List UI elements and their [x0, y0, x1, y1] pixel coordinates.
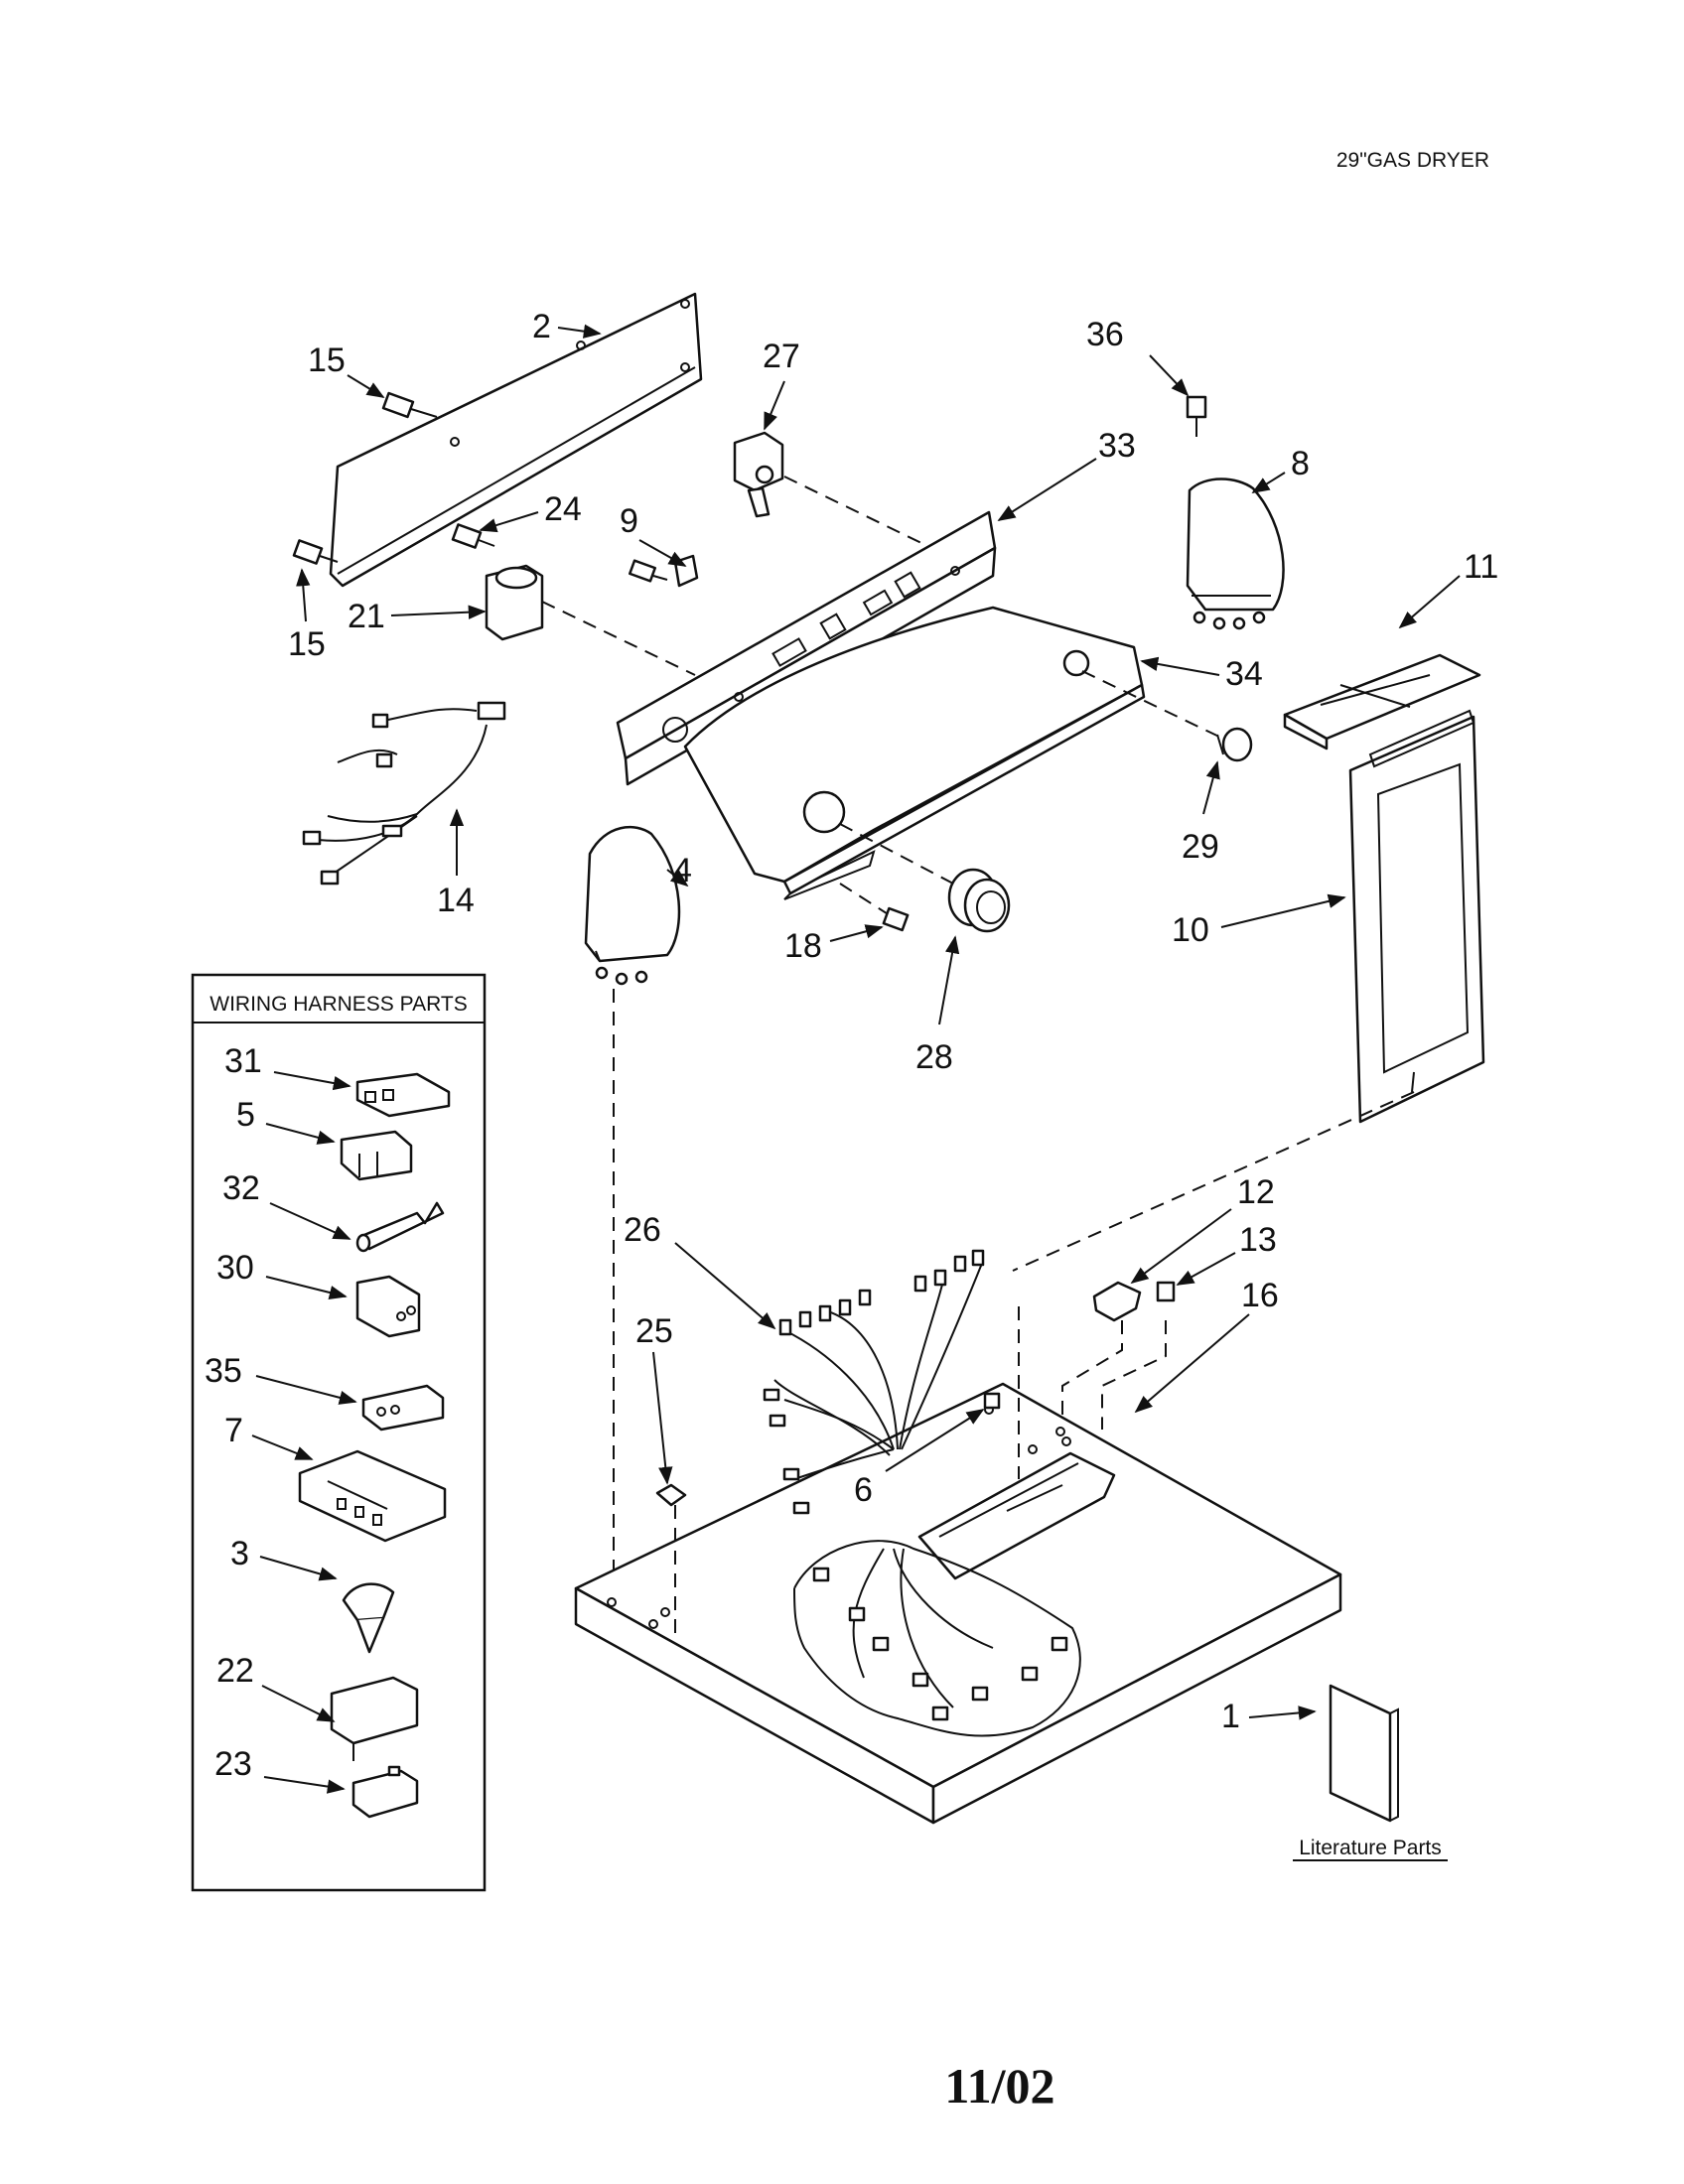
callout-11: 11 [1464, 548, 1498, 586]
callout-36: 36 [1086, 316, 1124, 353]
callout-6: 6 [854, 1471, 873, 1509]
callout-3: 3 [230, 1535, 249, 1572]
callout-35: 35 [205, 1352, 242, 1390]
part-3-clip [342, 1582, 395, 1654]
diagram-title: 29"GAS DRYER [1336, 149, 1489, 172]
part-10-lint-housing [1012, 709, 1485, 1272]
callout-26: 26 [624, 1211, 661, 1249]
callout-31: 31 [224, 1042, 262, 1080]
part-34-console [683, 606, 1224, 900]
callout-30: 30 [216, 1249, 254, 1287]
part-35-connector [361, 1384, 445, 1432]
callout-18: 18 [784, 927, 822, 965]
callout-9: 9 [620, 502, 638, 540]
part-15-screw-lower [292, 539, 339, 565]
literature-parts-caption: Literature Parts [1299, 1837, 1442, 1859]
part-36-screw [1186, 395, 1207, 437]
callout-21: 21 [348, 598, 385, 635]
callout-27: 27 [763, 338, 800, 375]
part-18-screw [839, 883, 910, 932]
callout-32: 32 [222, 1169, 260, 1207]
callout-2: 2 [532, 308, 551, 345]
part-16-dryer-top [574, 1382, 1342, 1825]
part-23-connector [351, 1765, 419, 1819]
callout-24: 24 [544, 490, 582, 528]
part-21-timer [485, 564, 696, 676]
callout-16: 16 [1241, 1277, 1279, 1314]
part-32-terminal [355, 1201, 445, 1253]
callout-5: 5 [236, 1096, 255, 1134]
callout-23: 23 [214, 1745, 252, 1783]
callout-15-lower: 15 [288, 625, 326, 663]
callout-14: 14 [437, 882, 475, 919]
part-1-literature: Literature Parts [1293, 1684, 1448, 1861]
revision-date: 11/02 [944, 2058, 1054, 2114]
part-5-connector [340, 1130, 413, 1181]
part-24-screw [451, 523, 495, 549]
part-15-screw-upper [381, 391, 438, 419]
callout-15-upper: 15 [308, 341, 346, 379]
callout-12: 12 [1237, 1173, 1275, 1211]
callout-13: 13 [1239, 1221, 1277, 1259]
callout-1: 1 [1221, 1698, 1240, 1735]
part-26-top-wiring [763, 1249, 1081, 1737]
part-7-connector [298, 1449, 447, 1543]
wiring-harness-box-title: WIRING HARNESS PARTS [210, 993, 467, 1016]
callout-7: 7 [224, 1412, 243, 1449]
callout-8: 8 [1291, 445, 1310, 482]
part-11-lint-screen [1283, 653, 1481, 751]
part-14-wire-harness [302, 701, 506, 886]
part-12-bracket [1018, 1281, 1142, 1479]
part-27-switch [733, 431, 924, 545]
wiring-harness-parts-box: WIRING HARNESS PARTS [191, 973, 487, 1892]
callout-33: 33 [1098, 427, 1136, 465]
part-22-connector [330, 1676, 419, 1761]
part-29-knob [1216, 727, 1253, 762]
part-9-screw-and-clip [629, 554, 699, 588]
callout-10: 10 [1172, 911, 1209, 949]
part-8-end-cap-right [1186, 478, 1285, 630]
part-31-connector [355, 1072, 451, 1118]
callout-29: 29 [1182, 828, 1219, 866]
part-28-knob [839, 823, 1011, 933]
callout-34: 34 [1225, 655, 1263, 693]
part-4-end-cap-left [584, 825, 681, 1588]
callout-4: 4 [673, 852, 692, 889]
callout-28: 28 [915, 1038, 953, 1076]
part-13-screw [1101, 1281, 1176, 1430]
part-30-connector [355, 1275, 421, 1338]
callout-25: 25 [635, 1312, 673, 1350]
part-6-screw [983, 1392, 1001, 1410]
callouts: 2 15 15 24 9 21 14 27 33 36 8 11 34 29 1… [205, 308, 1498, 1794]
callout-22: 22 [216, 1652, 254, 1690]
part-25-clip [655, 1483, 687, 1638]
part-2-console-back-panel [329, 292, 703, 588]
